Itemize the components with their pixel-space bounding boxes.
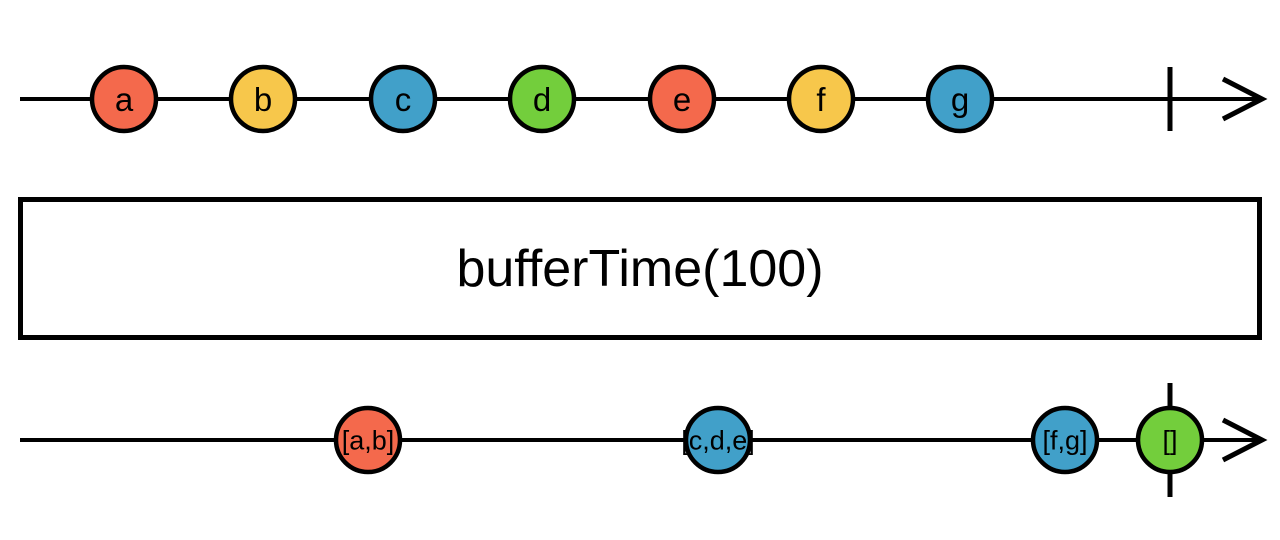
marble-label: b: [254, 81, 272, 118]
marble-circle: [228, 64, 298, 134]
output-marble: [a,b]: [333, 405, 403, 475]
marble-label: [c,d,e]: [681, 426, 755, 456]
output-arrow-head-icon: [1221, 417, 1268, 463]
source-marble: f: [786, 64, 856, 134]
marble-label: d: [533, 81, 551, 118]
marble-circle: [368, 64, 438, 134]
marble-label: g: [951, 81, 969, 118]
source-marble: e: [647, 64, 717, 134]
marble-label: [f,g]: [1042, 426, 1087, 456]
marble-label: a: [115, 81, 134, 118]
marble-label: []: [1162, 426, 1177, 456]
marble-circle: [89, 64, 159, 134]
source-marble: a: [89, 64, 159, 134]
output-marble: []: [1135, 405, 1205, 475]
operator-label: bufferTime(100): [456, 239, 824, 298]
marble-circle: [786, 64, 856, 134]
marble-label: f: [816, 81, 826, 118]
marble-circle: [507, 64, 577, 134]
marble-label: e: [673, 81, 691, 118]
marble-circle: [683, 405, 753, 475]
operator-box: bufferTime(100): [18, 197, 1262, 340]
marble-circle: [333, 405, 403, 475]
output-marble: [f,g]: [1030, 405, 1100, 475]
marble-circle: [925, 64, 995, 134]
output-stream: [a,b] [c,d,e] [f,g] []: [20, 383, 1268, 497]
source-marble: g: [925, 64, 995, 134]
marble-circle: [1135, 405, 1205, 475]
source-stream: a b c d e f g: [20, 64, 1268, 134]
source-marble: b: [228, 64, 298, 134]
output-marble: [c,d,e]: [681, 405, 755, 475]
marble-label: c: [395, 81, 412, 118]
marble-circle: [647, 64, 717, 134]
source-marble: d: [507, 64, 577, 134]
source-arrow-head-icon: [1221, 76, 1268, 122]
marble-label: [a,b]: [342, 426, 395, 456]
source-marble: c: [368, 64, 438, 134]
marble-circle: [1030, 405, 1100, 475]
